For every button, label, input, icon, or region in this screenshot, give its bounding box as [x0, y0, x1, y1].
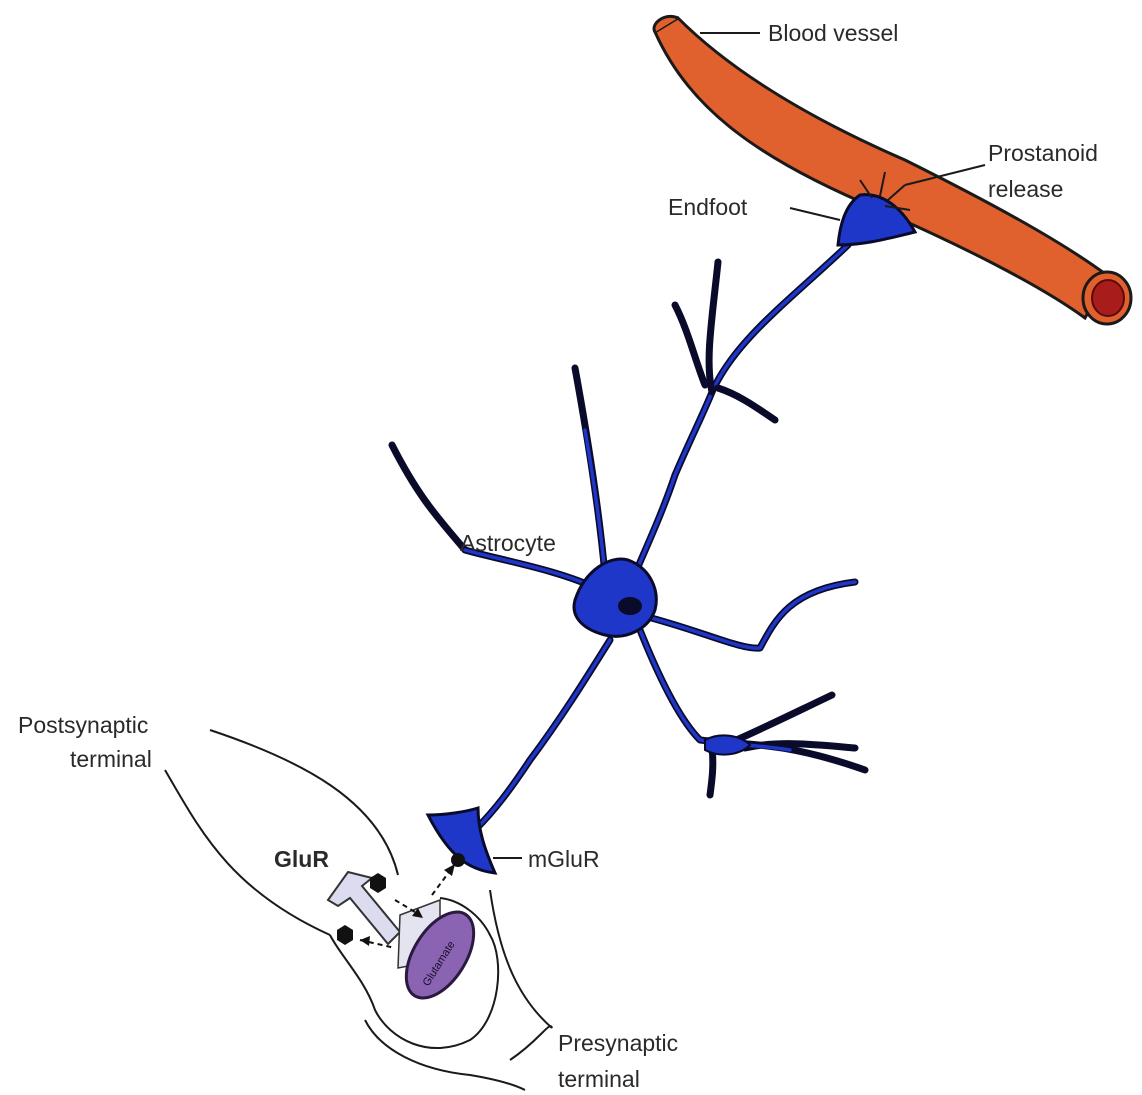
label-presynaptic-line1: Presynaptic [558, 1030, 678, 1057]
label-glur: GluR [274, 846, 329, 873]
label-presynaptic-line2: terminal [558, 1066, 640, 1093]
label-prostanoid-line1: Prostanoid [988, 140, 1098, 167]
label-mglur: mGluR [528, 846, 600, 873]
label-endfoot: Endfoot [668, 194, 747, 221]
label-prostanoid-line2: release [988, 176, 1063, 203]
blood-vessel [654, 16, 1131, 324]
label-astrocyte: Astrocyte [460, 530, 556, 557]
label-postsynaptic-line1: Postsynaptic [18, 712, 148, 739]
label-postsynaptic-line2: terminal [70, 746, 152, 773]
label-blood-vessel: Blood vessel [768, 20, 898, 47]
